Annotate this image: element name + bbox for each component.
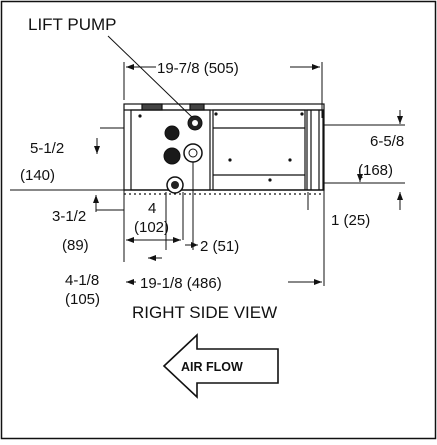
bottom-left-in: 3-1/2 [52,208,86,225]
right-height-mm: (168) [358,162,393,179]
drain-spacing-mm: (102) [134,219,169,236]
right-height-in: 6-5/8 [370,133,404,150]
lower-left-in: 4-1/8 [65,272,99,289]
width-top-label: 19-7/8 (505) [157,60,239,77]
air-flow-label: AIR FLOW [181,360,243,374]
drain-spacing-in: 4 [148,200,156,217]
bottom-left-mm: (89) [62,237,89,254]
right-small: 1 (25) [331,212,370,229]
view-title: RIGHT SIDE VIEW [132,303,277,322]
width-bottom-label: 19-1/8 (486) [140,275,222,292]
lift-pump-leader [107,35,196,121]
left-height-in: 5-1/2 [30,140,64,157]
lower-left-mm: (105) [65,291,100,308]
lift-pump-ports [163,115,203,194]
left-height-mm: (140) [20,167,55,184]
unit-body [123,103,325,195]
drain-offset: 2 (51) [200,238,239,255]
air-flow-arrow: AIR FLOW [162,333,279,399]
lift-pump-label: LIFT PUMP [28,15,116,34]
